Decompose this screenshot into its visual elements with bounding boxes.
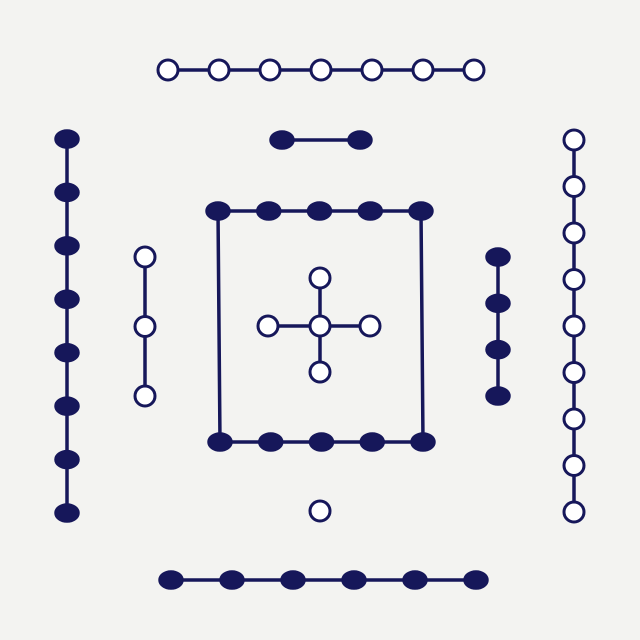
center-cross-open-dot-5 [358, 314, 382, 338]
bottom-row-filled-dot-3 [280, 570, 306, 590]
square-bottom-filled-dot-4 [359, 432, 385, 452]
right-inner-filled-dot-1 [485, 247, 511, 267]
top-row-open-dot-5 [360, 58, 384, 82]
top-row-open-dot-7 [462, 58, 486, 82]
right-column-open-dot-5 [562, 314, 586, 338]
left-column-filled-dot-6 [54, 396, 80, 416]
left-column-filled-dot-7 [54, 449, 80, 470]
right-column-open-dot-1 [562, 128, 586, 152]
bottom-row-filled-dot-1 [158, 570, 184, 590]
right-column-open-dot-7 [562, 407, 586, 431]
square-top-filled-dot-4 [357, 201, 383, 221]
right-column-open-dot-2 [562, 175, 586, 198]
top-pair-filled-dot-1 [269, 130, 295, 150]
top-row-open-dot-3 [258, 58, 282, 82]
right-inner-filled-dot-2 [485, 293, 511, 314]
left-column-filled-dot-2 [54, 182, 80, 203]
center-cross-open-dot-1 [308, 314, 332, 338]
right-column-open-dot-8 [562, 454, 586, 477]
bottom-row-filled-dot-6 [463, 570, 489, 590]
right-inner-filled-dot-3 [485, 339, 511, 360]
top-row-open-dot-4 [309, 58, 333, 82]
square-top-filled-dot-5 [408, 201, 434, 221]
left-column-filled-dot-5 [54, 342, 80, 363]
square-top-filled-dot-3 [306, 201, 333, 221]
left-column-filled-dot-4 [54, 289, 80, 310]
left-column-filled-dot-3 [54, 236, 80, 256]
top-pair-filled-dot-2 [347, 130, 373, 150]
square-top-filled-dot-1 [205, 201, 231, 221]
center-cross-open-dot-2 [308, 266, 332, 290]
bottom-row-filled-dot-5 [402, 570, 428, 590]
bottom-row-filled-dot-2 [219, 570, 245, 590]
left-inner-open-dot-1 [133, 245, 157, 269]
square-bottom-filled-dot-5 [410, 432, 436, 452]
lone-dot-open-dot-1 [308, 499, 332, 523]
left-inner-open-dot-3 [133, 384, 157, 408]
square-bottom-filled-dot-2 [258, 432, 284, 452]
center-cross-open-dot-3 [308, 360, 332, 384]
right-column-open-dot-6 [562, 361, 586, 384]
left-inner-open-dot-2 [133, 315, 157, 338]
square-bottom-filled-dot-3 [308, 432, 335, 452]
bottom-row-filled-dot-4 [341, 570, 367, 590]
left-column-filled-dot-1 [54, 129, 80, 149]
dots-layer [54, 58, 586, 590]
right-column-open-dot-4 [562, 268, 586, 291]
right-column-open-dot-9 [562, 500, 586, 524]
top-row-open-dot-1 [156, 58, 180, 82]
right-column-open-dot-3 [562, 221, 586, 245]
center-cross-open-dot-4 [256, 314, 280, 338]
top-row-open-dot-2 [207, 58, 231, 82]
square-top-filled-dot-2 [256, 201, 282, 221]
square-left-edge [216, 209, 222, 444]
right-inner-filled-dot-4 [485, 386, 511, 406]
square-right-edge [419, 209, 425, 444]
top-row-open-dot-6 [411, 58, 435, 82]
square-bottom-filled-dot-1 [207, 432, 233, 452]
left-column-filled-dot-8 [54, 503, 80, 523]
